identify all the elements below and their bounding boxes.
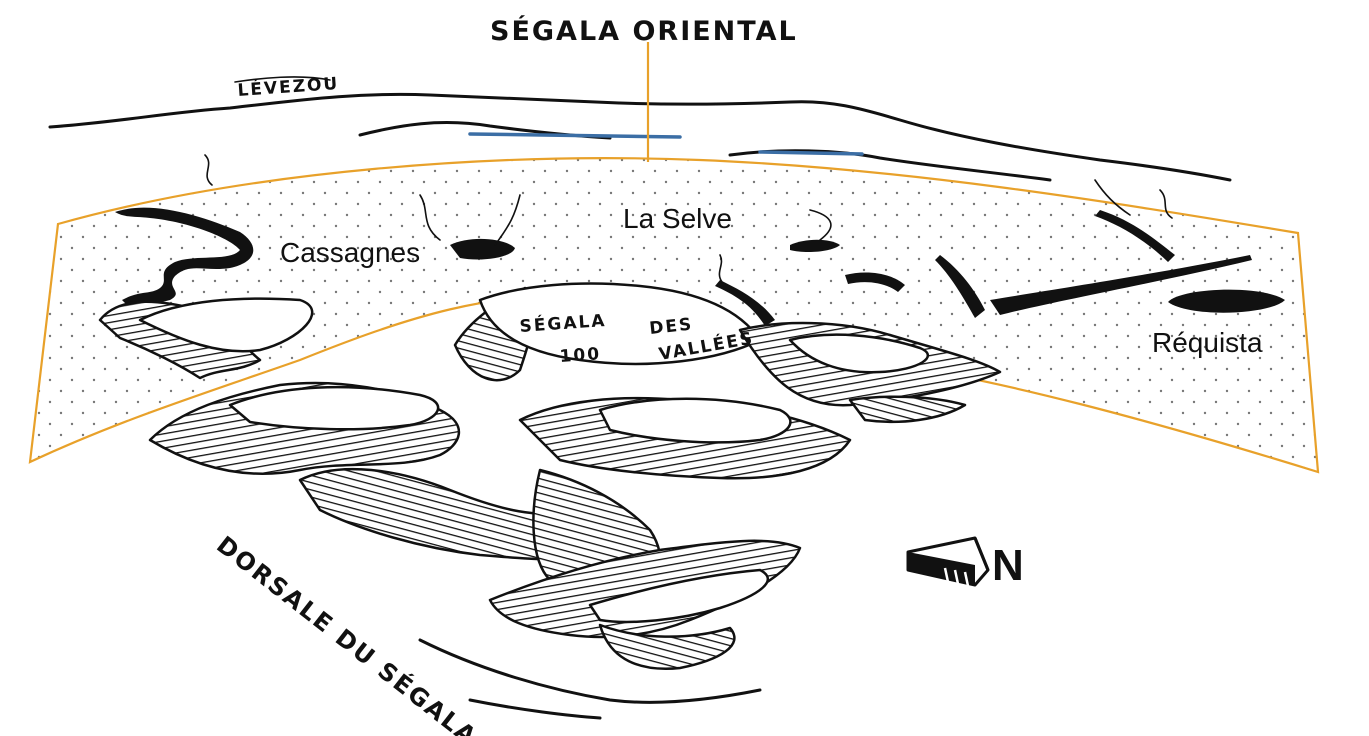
lake-reservoir-2 — [758, 150, 864, 156]
requista-reservoir — [1168, 289, 1285, 313]
north-arrow-icon — [906, 536, 990, 587]
la-selve-reservoir — [790, 239, 840, 253]
dorsale-label: DORSALE DU SÉGALA — [211, 530, 483, 736]
levezou-underline — [234, 76, 331, 83]
north-label: N — [992, 541, 1024, 590]
requista-label: Réquista — [1152, 327, 1263, 358]
dorsale-relief — [418, 539, 802, 720]
lake-reservoir — [468, 132, 682, 139]
segala-valleys-relief — [98, 282, 1002, 606]
cassagnes-reservoir — [450, 238, 515, 260]
levezou-hills — [48, 76, 1232, 182]
segala-100-line2: 100 — [559, 344, 602, 367]
des-vallees-line1: DES — [648, 314, 694, 338]
cassagnes-label: Cassagnes — [280, 237, 420, 268]
segala-oriental-label: SÉGALA ORIENTAL — [490, 15, 798, 47]
rivers — [115, 154, 1285, 326]
la-selve-label: La Selve — [623, 203, 732, 234]
